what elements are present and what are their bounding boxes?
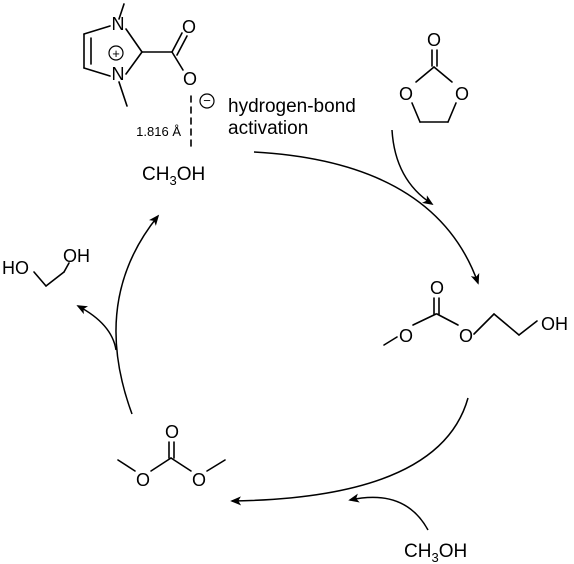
c-o-bond xyxy=(436,313,459,326)
cycle-arc-hemc-to-dmc xyxy=(230,397,469,506)
carbonyl-oxygen: O xyxy=(182,17,196,37)
ester-oxygen-left: O xyxy=(399,326,413,346)
c-o-bond xyxy=(171,51,184,71)
o-ch2-bond xyxy=(33,271,47,287)
positive-charge-sign: + xyxy=(112,46,120,61)
negative-charge-sign: − xyxy=(203,93,211,108)
ring-bond xyxy=(125,51,143,75)
n-atom-top: N xyxy=(112,14,125,34)
methanol-input-label: CH3OH xyxy=(404,541,467,564)
c-o-bond xyxy=(150,457,172,472)
ring-oxygen-right: O xyxy=(455,84,469,104)
cycle-arc-catalyst-to-hemc xyxy=(253,151,480,285)
hydroxyethyl-methyl-carbonate: O O O OH xyxy=(383,278,568,346)
ethylene-carbonate: O O O xyxy=(399,30,469,123)
carbonyl-oxygen: O xyxy=(430,278,444,298)
ring-bond xyxy=(433,66,453,83)
c-o-double-bond xyxy=(176,35,188,56)
ring-bond xyxy=(125,28,143,53)
ester-oxygen-right: O xyxy=(192,470,206,490)
o-c-bond xyxy=(412,313,437,326)
carbonyl-oxygen: O xyxy=(427,30,441,50)
methanol-entry-arrow xyxy=(348,493,429,531)
methyl-bond xyxy=(118,81,128,107)
ring-oxygen-left: O xyxy=(399,84,413,104)
negative-charge-icon xyxy=(199,93,215,109)
c-o-double-bond xyxy=(171,32,183,53)
o-ch2-bond xyxy=(473,313,495,335)
methanol-label: CH3OH xyxy=(142,164,205,188)
methyl-bond xyxy=(118,3,125,20)
ethylene-carbonate-entry-arrow xyxy=(391,129,434,205)
ring-bond xyxy=(415,66,435,83)
methyl-bond xyxy=(117,459,136,472)
hbond-activation-label-line2: activation xyxy=(228,118,308,139)
ring-bond xyxy=(411,102,421,123)
ch2-ch2-bond xyxy=(493,313,520,336)
methyl-bond xyxy=(383,336,398,346)
ch2-ch2-bond xyxy=(45,271,65,287)
dimethyl-carbonate: O O O xyxy=(117,422,226,490)
ring-bond xyxy=(83,67,111,77)
ester-oxygen-right: O xyxy=(459,326,473,346)
ester-oxygen-left: O xyxy=(136,470,150,490)
ch2-oh-bond xyxy=(518,320,538,336)
methyl-bond xyxy=(206,459,226,472)
hydroxyl-right: OH xyxy=(63,246,90,266)
carbonyl-oxygen: O xyxy=(165,422,179,442)
anionic-oxygen: O xyxy=(183,69,197,89)
positive-charge-icon xyxy=(108,45,124,61)
hydroxyl-left: HO xyxy=(2,258,29,278)
ring-bond xyxy=(447,102,457,123)
ethylene-glycol-release-arrow xyxy=(76,305,117,351)
ch2-oh-bond xyxy=(63,262,70,273)
ethylene-glycol: HO OH xyxy=(2,246,90,287)
hbond-activation-label-line1: hydrogen-bond xyxy=(228,96,356,117)
n-atom-bottom: N xyxy=(112,64,125,84)
cycle-arc-dmc-to-catalyst xyxy=(115,214,160,415)
c-o-bond xyxy=(170,457,192,472)
hydroxyl-group: OH xyxy=(541,314,568,334)
ring-bond xyxy=(83,25,111,35)
hbond-distance-label: 1.816 Å xyxy=(136,124,181,139)
imidazolium-carboxylate-catalyst: N N + O O − 1.816 Å hydrogen-bond activa… xyxy=(83,3,356,188)
